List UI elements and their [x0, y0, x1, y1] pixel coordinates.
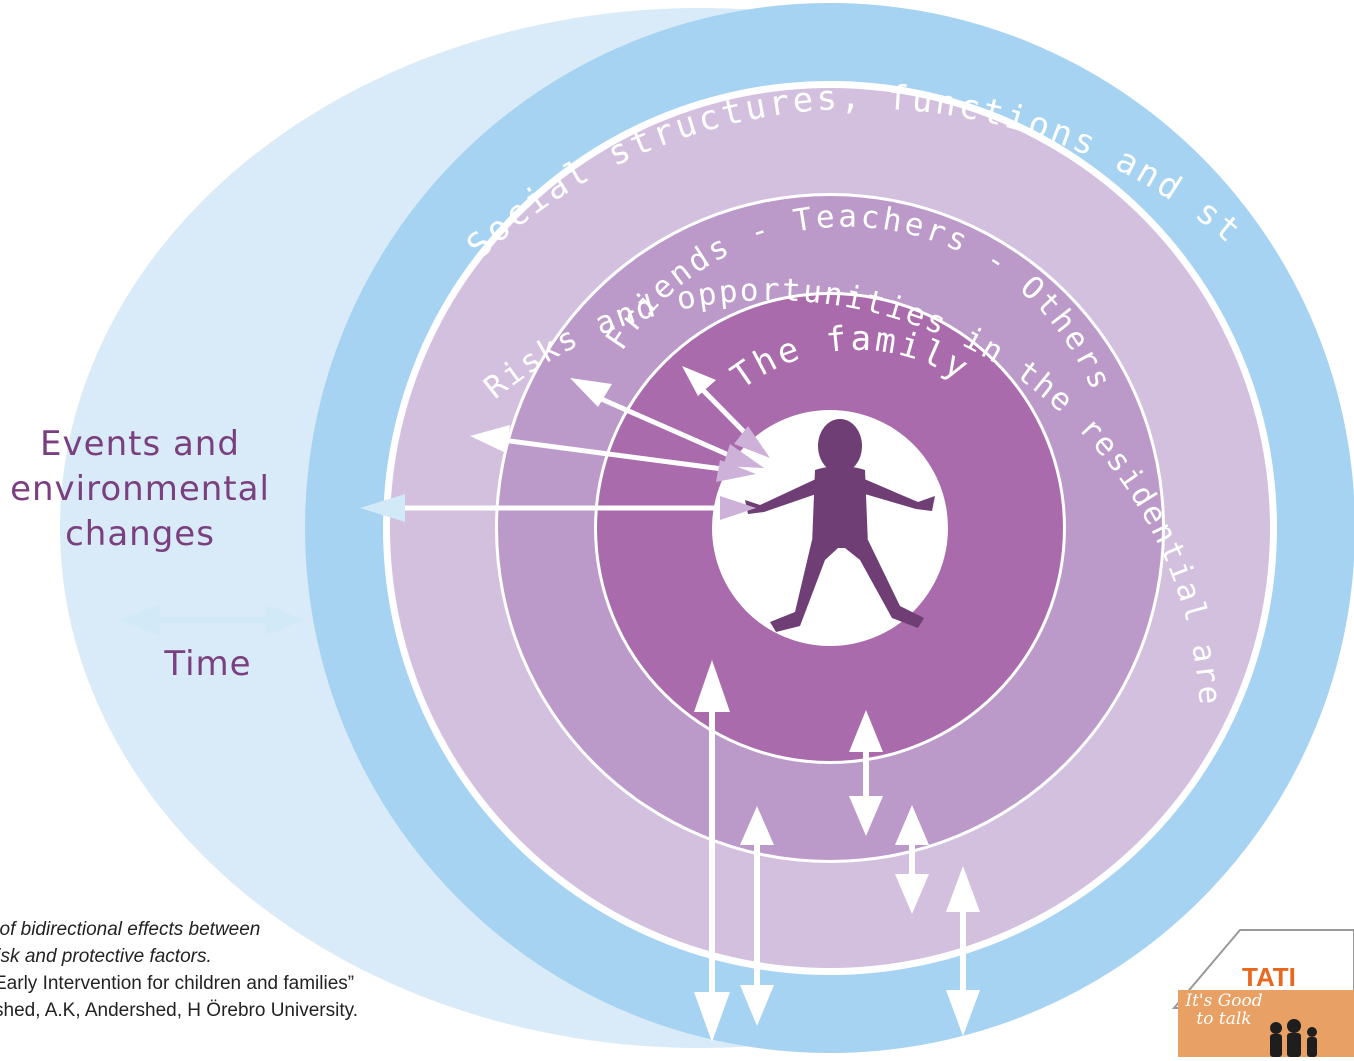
logo-house-graphic [1171, 929, 1354, 1058]
events-label-line-1: Events and [40, 424, 240, 464]
bidirectional-arrow-icon [120, 366, 980, 1042]
child-figure-icon [745, 419, 935, 632]
time-label: Time [164, 644, 252, 684]
caption-line-1: l of bidirectional effects between [0, 919, 261, 940]
events-label-line-3: changes [65, 514, 215, 554]
figure-caption: l of bidirectional effects between risk … [0, 916, 560, 1024]
events-label: Events and environmental changes [0, 422, 290, 557]
caption-line-3: Early Intervention for children and fami… [0, 973, 355, 994]
family-silhouette-icon [1270, 1019, 1317, 1057]
tati-logo: TATI It's Good to talk [1170, 928, 1354, 1058]
logo-tagline: It's Good to talk [1185, 991, 1263, 1029]
caption-line-2: risk and protective factors. [0, 946, 212, 967]
logo-brand: TATI [1242, 962, 1296, 992]
events-label-line-2: environmental [10, 469, 270, 509]
caption-line-4: shed, A.K, Andershed, H Örebro Universit… [0, 1000, 358, 1021]
